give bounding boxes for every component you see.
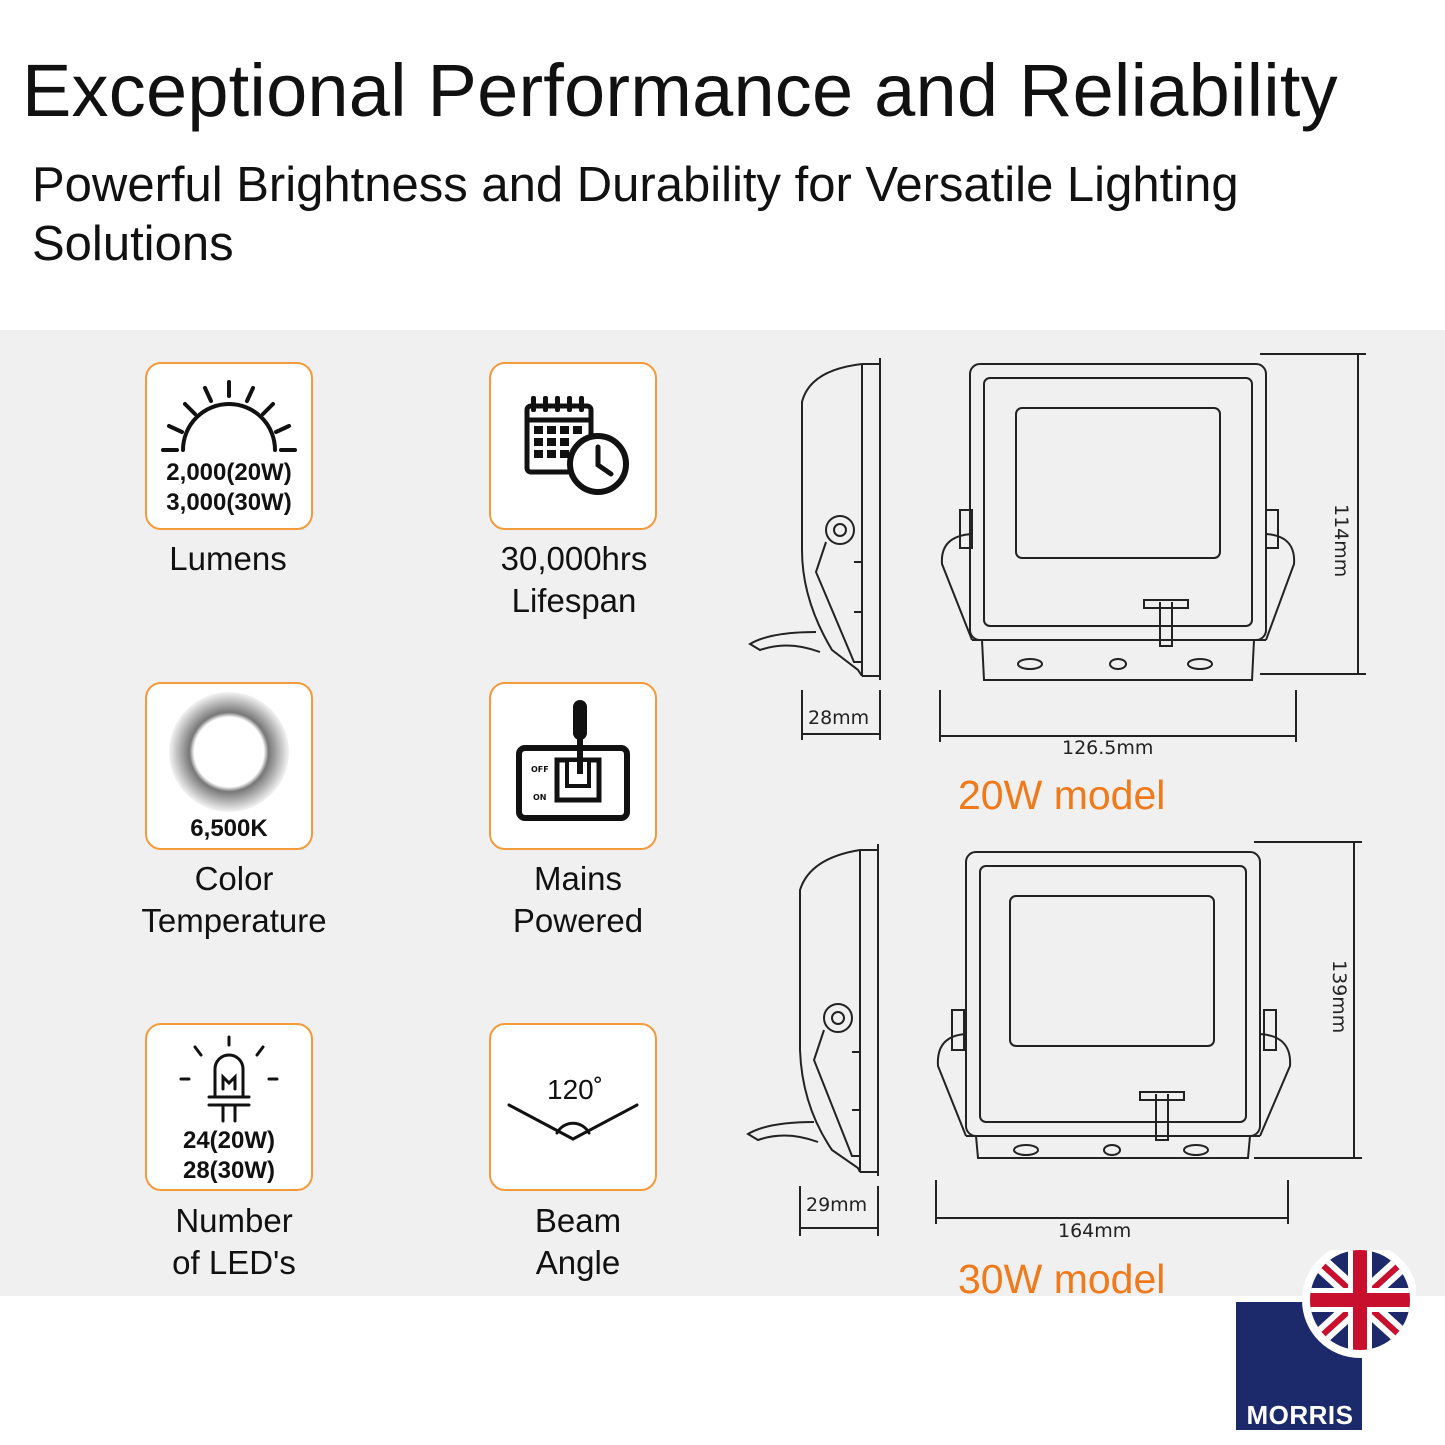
switch-icon: OFF ON xyxy=(516,700,630,821)
lifespan-caption-line1: 30,000hrs xyxy=(500,540,648,577)
brand-logo xyxy=(1236,1250,1416,1430)
lumens-value-30w: 3,000(30W) xyxy=(166,489,292,516)
lumens-caption: Lumens xyxy=(169,540,287,577)
lifespan-tile xyxy=(489,362,657,530)
beam-angle-caption-line1: Beam xyxy=(534,1202,622,1239)
led-count-caption-line2: of LED's xyxy=(172,1244,296,1281)
lifespan-caption-line2: Lifespan xyxy=(511,582,637,619)
light-ring-icon xyxy=(169,692,289,812)
depth-20w-label: 28mm xyxy=(808,707,870,729)
lumens-tile: 2,000(20W) 3,000(30W) xyxy=(145,362,313,530)
depth-30w-label: 29mm xyxy=(806,1194,868,1216)
color-temperature-tile: 6,500K xyxy=(145,682,313,850)
color-temperature-caption-line2: Temperature xyxy=(141,902,327,939)
sun-rising-icon xyxy=(161,380,297,452)
lumens-value-20w: 2,000(20W) xyxy=(166,459,292,486)
mains-powered-caption-line2: Powered xyxy=(512,902,644,939)
beam-angle-tile: 120˚ xyxy=(489,1023,657,1191)
led-count-caption-line1: Number xyxy=(175,1202,293,1239)
page-title: Exceptional Performance and Reliability xyxy=(22,49,1338,132)
model-label-30w: 30W model xyxy=(958,1256,1166,1302)
brand-name: MORRIS xyxy=(1246,1400,1354,1430)
led-count-30w: 28(30W) xyxy=(182,1157,276,1184)
beam-angle-value: 120˚ xyxy=(547,1074,603,1105)
front-view-30w xyxy=(935,841,1362,1224)
height-20w-label: 114mm xyxy=(1330,504,1352,578)
mains-powered-tile: OFF ON xyxy=(489,682,657,850)
led-count-tile: 24(20W) 28(30W) xyxy=(145,1023,313,1191)
led-count-20w: 24(20W) xyxy=(182,1127,276,1154)
calendar-clock-icon xyxy=(524,396,629,495)
beam-angle-caption-line2: Angle xyxy=(535,1244,621,1281)
color-temperature-value: 6,500K xyxy=(190,815,268,842)
beam-angle-icon: 120˚ xyxy=(507,1074,639,1141)
led-bulb-icon xyxy=(179,1035,279,1123)
front-view-20w xyxy=(939,353,1366,742)
switch-on-label: ON xyxy=(533,793,547,802)
color-temperature-caption-line1: Color xyxy=(194,860,274,897)
side-view-30w xyxy=(746,844,879,1236)
height-30w-label: 139mm xyxy=(1328,960,1350,1034)
dimension-drawings xyxy=(746,353,1366,1236)
mains-powered-caption-line1: Mains xyxy=(533,860,623,897)
side-view-20w xyxy=(748,358,881,740)
model-label-20w: 20W model xyxy=(958,772,1166,818)
width-20w-label: 126.5mm xyxy=(1062,737,1154,759)
page-subtitle: Powerful Brightness and Durability for V… xyxy=(32,158,1239,271)
switch-off-label: OFF xyxy=(531,765,549,774)
width-30w-label: 164mm xyxy=(1058,1220,1132,1242)
